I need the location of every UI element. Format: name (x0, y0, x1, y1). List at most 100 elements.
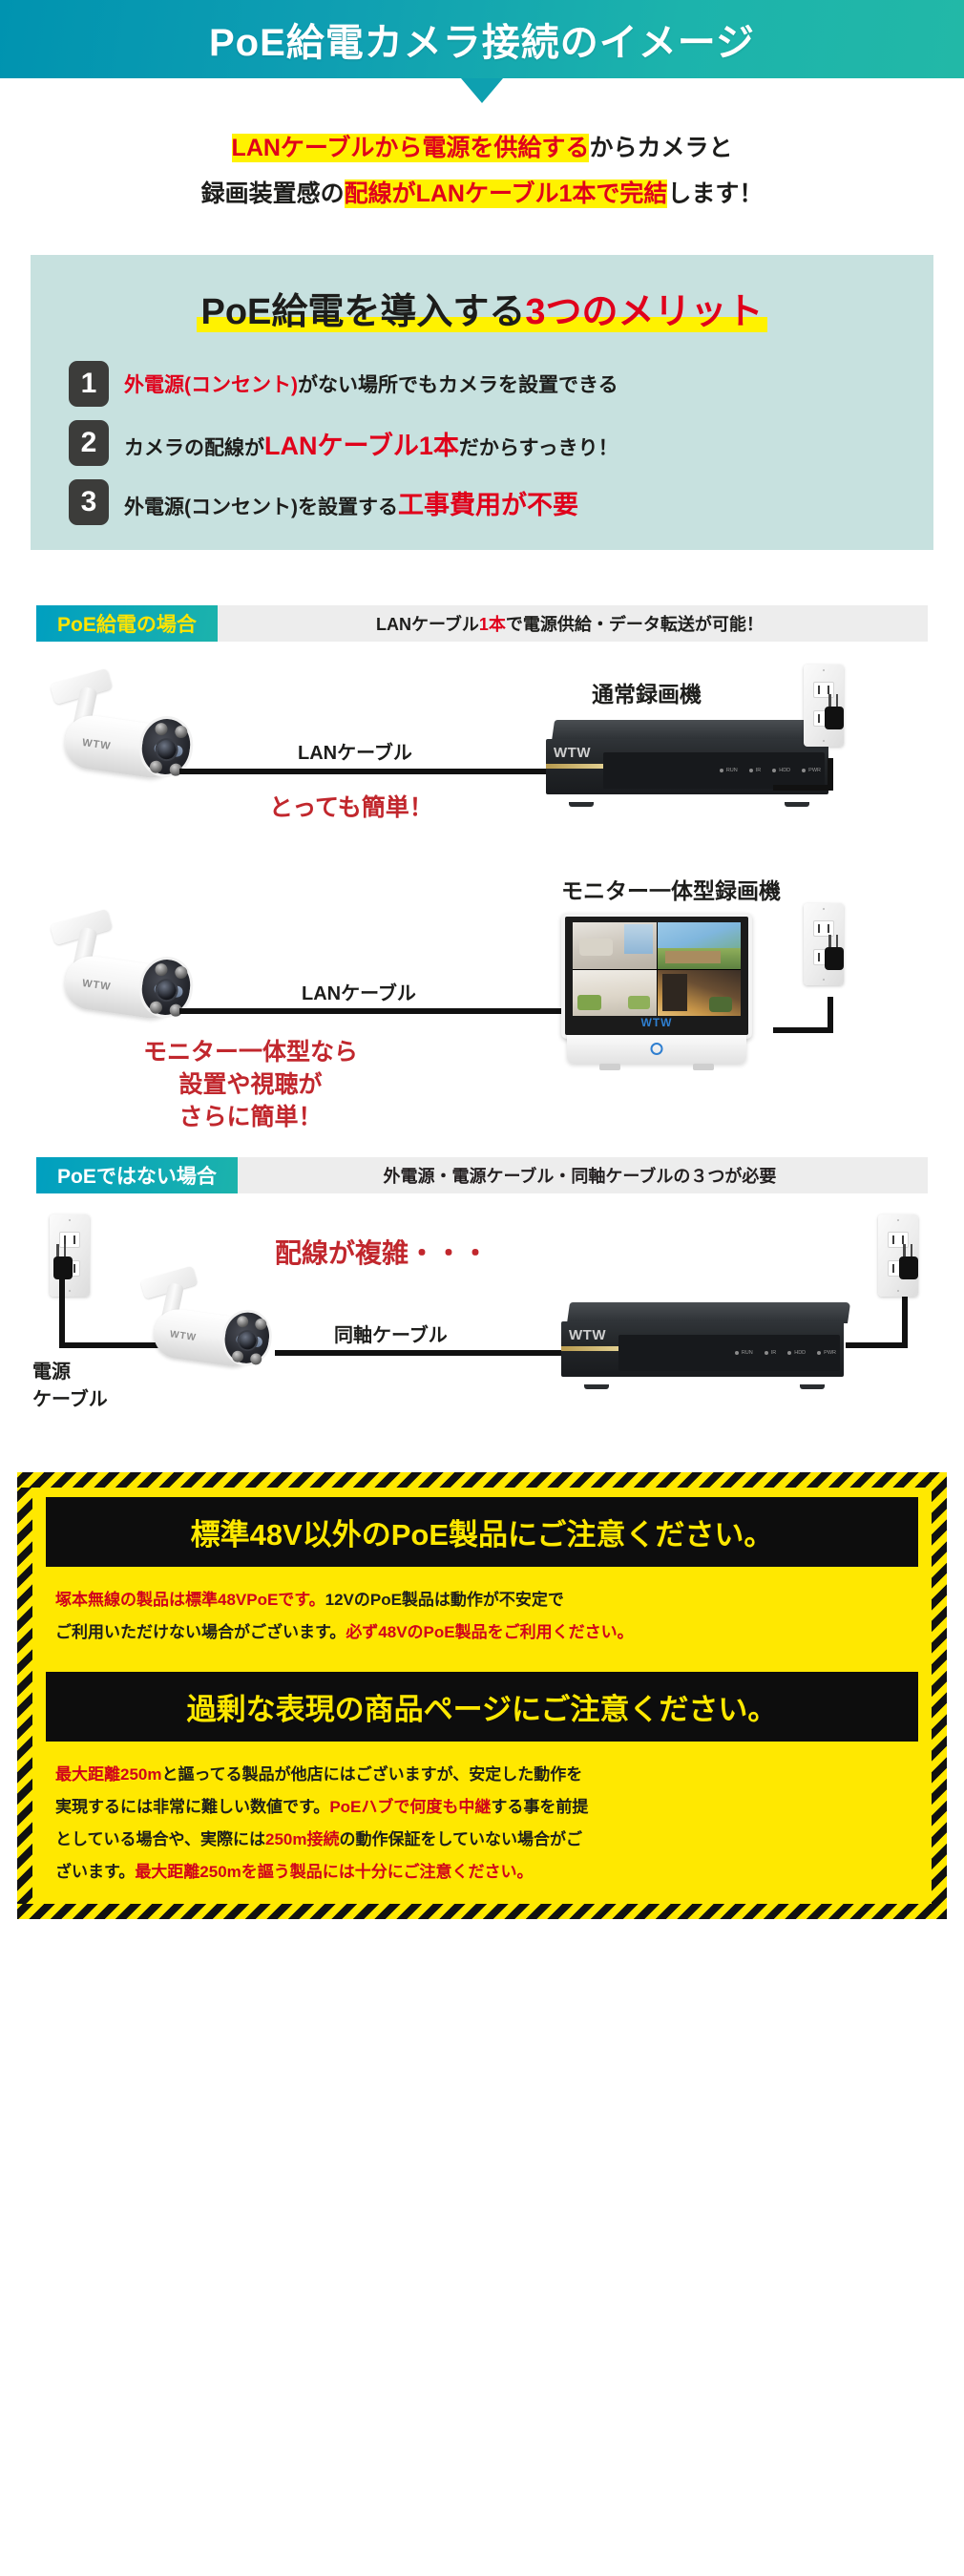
outlet-socket-top (888, 1232, 909, 1248)
nonpoe-diagram: 電源 ケーブル 配線が複雑・・・ WTW 同軸ケーブル (19, 1207, 945, 1446)
dvr-front-panel: WTW RUN IR HDD PWR (561, 1321, 844, 1377)
merit-badge-1: 1 (69, 361, 109, 407)
dvr-foot (785, 802, 809, 807)
header-arrow-icon (461, 78, 503, 103)
merits-title-black: PoE給電を導入する (200, 292, 526, 332)
merits-title: PoE給電を導入する3つのメリット (197, 282, 767, 334)
monitor-power-button[interactable] (650, 1043, 663, 1055)
merit-2-post: だからすっきり！ (458, 436, 618, 459)
warning-1-l2-s1: ご利用いただけない場合がございます。 (55, 1623, 346, 1641)
merit-3-pre: 外電源(コンセント)を設置する (124, 496, 398, 518)
monitor-quadrant (657, 969, 741, 1016)
dvr-led-ir: IR (764, 1350, 776, 1356)
camera-ir-led (236, 1315, 249, 1329)
nonpoe-section-note: 外電源・電源ケーブル・同軸ケーブルの３つが必要 (383, 1167, 777, 1186)
wall-outlet-left (50, 1214, 90, 1297)
dvr-inset-panel (603, 752, 825, 789)
camera-ir-led (174, 725, 189, 739)
plug-prongs (828, 694, 838, 707)
poe-diagram-1-caption: とっても簡単！ (269, 794, 433, 821)
warning-2-l2-s2: PoEハブで何度も中継 (329, 1798, 492, 1816)
dvr-top-surface (552, 720, 836, 741)
warning-2-l3-s1: としている場合や、実際には (55, 1830, 265, 1848)
poe-note-red: 1本 (478, 615, 506, 634)
outlet-screw (69, 1219, 71, 1221)
nonpoe-section-header: PoEではない場合 外電源・電源ケーブル・同軸ケーブルの３つが必要 (36, 1157, 928, 1193)
dvr-foot (569, 802, 594, 807)
page-header: PoE給電カメラ接続のイメージ (0, 0, 964, 103)
dvr-power-wire-horiz-1 (773, 785, 832, 791)
nonpoe-section-chip: PoEではない場合 (36, 1157, 238, 1193)
dvr-top-surface (567, 1302, 851, 1323)
monitor-leg (599, 1064, 620, 1070)
dvr-led-group-1: RUN IR HDD PWR (719, 768, 821, 773)
monitor-quadrant (657, 922, 741, 969)
poe-section-chip-label: PoE給電の場合 (57, 614, 197, 636)
coax-cable-wire (275, 1350, 561, 1356)
warning-2-l2-s3: する事を前提 (491, 1798, 589, 1816)
dvr-foot (800, 1384, 825, 1389)
monitor-nvr-illustration: WTW (561, 913, 752, 1073)
caption-line-1: モニター一体型なら (143, 1039, 359, 1066)
lead-line-1-highlight: LANケーブルから電源を供給する (231, 134, 590, 162)
warning-1-l2-s2: 必ず48VのPoE製品をご利用ください。 (346, 1623, 634, 1641)
plug-prongs (56, 1244, 66, 1257)
warning-banner-text-2: 過剰な表現の商品ページにご注意ください。 (186, 1693, 778, 1726)
dvr-led-pwr: PWR (817, 1350, 836, 1356)
outlet-screw (897, 1219, 899, 1221)
monitor-quadrant (573, 969, 657, 1016)
header-bar: PoE給電カメラ接続のイメージ (0, 0, 964, 78)
dvr-brand-label-2: WTW (569, 1327, 606, 1343)
camera-ir-led (149, 759, 163, 774)
camera-ir-led (154, 722, 169, 736)
warning-2-line-2: 実現するには非常に難しい数値です。PoEハブで何度も中継する事を前提 (55, 1791, 909, 1824)
plug-body (899, 1256, 918, 1279)
camera-lens-icon (156, 738, 178, 761)
nonpoe-diagram-caption: 配線が複雑・・・ (275, 1238, 490, 1268)
coax-cable-label: 同軸ケーブル (334, 1325, 448, 1346)
power-cable-label-line-1: 電源 (32, 1362, 71, 1383)
merits-title-wrap: PoE給電を導入する3つのメリット (31, 278, 933, 348)
camera-lens-icon (237, 1330, 258, 1351)
plug-body (53, 1256, 73, 1279)
merit-badge-3: 3 (69, 479, 109, 525)
dvr-power-wire-right-vert (902, 1277, 908, 1348)
outlet-screw (823, 908, 825, 910)
plug-body (825, 707, 844, 729)
plug-prongs (903, 1244, 912, 1257)
merit-text-2: カメラの配線がLANケーブル1本だからすっきり！ (124, 425, 618, 462)
monitor-brand-label: WTW (640, 1016, 673, 1029)
dvr-inset-panel (618, 1335, 840, 1371)
poe-diagram-1: WTW LANケーブル とっても簡単！ 通常録画機 WTW RUN (19, 657, 945, 857)
dvr-brand-label-1: WTW (554, 745, 591, 761)
merit-2-red: LANケーブル1本 (264, 431, 459, 460)
plug-body (825, 947, 844, 970)
monitor-leg (693, 1064, 714, 1070)
warning-spacer (46, 1655, 918, 1672)
dvr-led-run: RUN (734, 1350, 753, 1356)
warning-2-l1-s1: 最大距離250m (55, 1765, 162, 1784)
warning-banner-text-1: 標準48V以外のPoE製品にご注意ください。 (190, 1518, 774, 1552)
poe-diagram-2: モニター一体型録画機 WTW LANケーブル モニター一体型なら 設置や視聴が … (19, 867, 945, 1130)
lead-line-2-pre: 録画装置感の (200, 179, 345, 207)
camera-ir-led (249, 1352, 262, 1366)
lead-line-1: LANケーブルから電源を供給するからカメラと (0, 126, 964, 172)
poe-note-post: で電源供給・データ転送が可能！ (505, 615, 764, 634)
dvr-foot (584, 1384, 609, 1389)
dvr-power-wire-vert-1 (828, 758, 833, 791)
monitor-power-wire-horiz (773, 1027, 832, 1033)
poe-note-pre: LANケーブル (375, 615, 479, 634)
warning-2-l3-s3: の動作保証をしていない場合がご (339, 1830, 582, 1848)
nonpoe-section-chip-label: PoEではない場合 (57, 1166, 217, 1188)
outlet-socket-top (813, 682, 834, 698)
merit-item-2: 2 カメラの配線がLANケーブル1本だからすっきり！ (69, 420, 933, 466)
power-cable-vert (59, 1277, 65, 1348)
camera-ir-led (149, 1000, 163, 1015)
lead-line-1-rest: からカメラと (589, 135, 733, 161)
dvr-led-group-2: RUN IR HDD PWR (734, 1350, 836, 1356)
outlet-screw (823, 979, 825, 981)
merit-text-3: 外電源(コンセント)を設置する工事費用が不要 (124, 484, 578, 521)
camera-ir-led (174, 965, 189, 980)
poe-diagram-2-caption: モニター一体型なら 設置や視聴が さらに簡単！ (143, 1037, 358, 1133)
